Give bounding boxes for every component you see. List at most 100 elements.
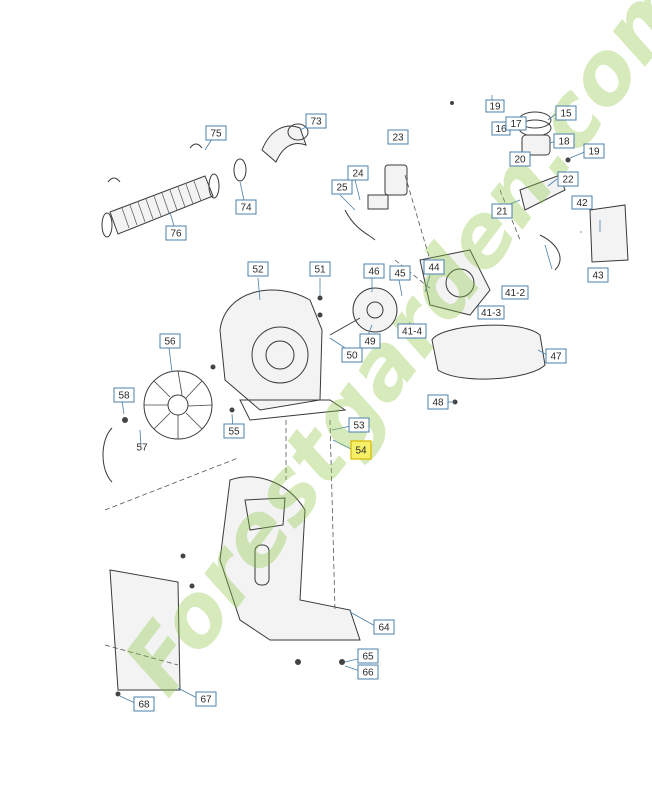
callout-number: 57 <box>136 443 148 454</box>
callout-box <box>331 179 353 195</box>
callout-17: 17 <box>505 116 527 131</box>
callout-41-4: 41-4 <box>397 323 427 339</box>
callout-box <box>363 263 385 279</box>
callout-box <box>359 333 381 349</box>
callout-box <box>247 261 269 277</box>
callout-box <box>373 619 395 635</box>
callout-box <box>223 423 245 439</box>
callout-number: 41-2 <box>505 288 525 299</box>
callout-20: 20 <box>509 151 531 167</box>
callout-45: 45 <box>389 265 411 281</box>
callout-66: 66 <box>357 664 379 680</box>
callout-box <box>195 691 217 707</box>
callout-50: 50 <box>341 347 363 363</box>
flex-hose-drawing <box>101 143 220 238</box>
callout-22: 22 <box>557 171 579 187</box>
callout-58: 58 <box>113 387 135 403</box>
callout-number: 24 <box>352 169 364 180</box>
callout-number: 55 <box>228 427 240 438</box>
callout-number: 68 <box>138 700 150 711</box>
callout-number: 15 <box>560 109 572 120</box>
callout-box <box>423 259 445 275</box>
callout-box <box>159 333 181 349</box>
callout-67: 67 <box>195 691 217 707</box>
callout-number: 46 <box>368 267 380 278</box>
callout-box <box>133 696 155 712</box>
callout-box <box>387 129 409 145</box>
callout-number: 43 <box>592 271 604 282</box>
callout-number: 18 <box>558 137 570 148</box>
callout-number: 58 <box>118 391 130 402</box>
callout-21: 21 <box>491 203 513 219</box>
callout-number: 17 <box>510 119 522 130</box>
callout-box <box>427 394 449 410</box>
callout-53: 53 <box>348 417 370 433</box>
callout-box <box>477 305 505 320</box>
fan-drawing <box>143 370 213 440</box>
callout-box <box>583 143 605 159</box>
callout-number: 16 <box>495 124 507 135</box>
callout-56: 56 <box>159 333 181 349</box>
leader-lines <box>119 95 601 705</box>
callout-number: 49 <box>364 337 376 348</box>
callout-46: 46 <box>363 263 385 279</box>
callout-number: 41-3 <box>481 308 501 319</box>
callout-44: 44 <box>423 259 445 275</box>
callout-box <box>545 348 567 364</box>
callout-box <box>491 203 513 219</box>
callout-48: 48 <box>427 394 449 410</box>
callout-76: 76 <box>165 225 187 241</box>
callout-number: 76 <box>170 229 182 240</box>
callout-box <box>309 261 331 277</box>
callout-number: 54 <box>355 446 367 457</box>
callout-75: 75 <box>205 125 227 141</box>
callout-number: 56 <box>164 337 176 348</box>
callout-15: 15 <box>555 105 577 121</box>
callout-number: 41-4 <box>402 327 422 338</box>
callout-number: 44 <box>428 263 440 274</box>
callout-box <box>165 225 187 241</box>
callout-number: 73 <box>310 117 322 128</box>
callout-number: 19 <box>588 147 600 158</box>
callout-51: 51 <box>309 261 331 277</box>
callout-box <box>357 648 379 664</box>
callout-25: 25 <box>331 179 353 195</box>
callout-number: 19 <box>489 102 501 113</box>
callout-64: 64 <box>373 619 395 635</box>
callout-23: 23 <box>387 129 409 145</box>
callout-number: 47 <box>550 352 562 363</box>
callout-number: 74 <box>240 203 252 214</box>
callout-number: 75 <box>210 129 222 140</box>
callout-43: 43 <box>587 267 609 283</box>
callout-box <box>341 347 363 363</box>
callout-number: 25 <box>336 183 348 194</box>
callout-number: 65 <box>362 652 374 663</box>
callout-number: 42 <box>576 198 588 209</box>
callout-47: 47 <box>545 348 567 364</box>
callout-box <box>555 105 577 121</box>
callout-box <box>235 199 257 215</box>
callout-box <box>305 113 327 129</box>
callout-box <box>205 125 227 141</box>
callout-24: 24 <box>347 165 369 181</box>
callout-57: 57 <box>136 443 148 454</box>
callout-number: 20 <box>514 155 526 166</box>
callout-number: 22 <box>562 175 574 186</box>
callout-18: 18 <box>553 133 575 149</box>
callout-number: 21 <box>496 207 508 218</box>
callout-box <box>485 99 505 113</box>
callout-number: 50 <box>346 351 358 362</box>
callout-box <box>113 387 135 403</box>
callout-65: 65 <box>357 648 379 664</box>
callout-55: 55 <box>223 423 245 439</box>
callout-number: 51 <box>314 265 326 276</box>
callout-74: 74 <box>235 199 257 215</box>
callout-number: 64 <box>378 623 390 634</box>
callout-box <box>357 664 379 680</box>
callout-box <box>505 116 527 131</box>
part-drawings <box>101 101 629 697</box>
callout-49: 49 <box>359 333 381 349</box>
callout-42: 42 <box>571 195 593 210</box>
callout-box <box>389 265 411 281</box>
